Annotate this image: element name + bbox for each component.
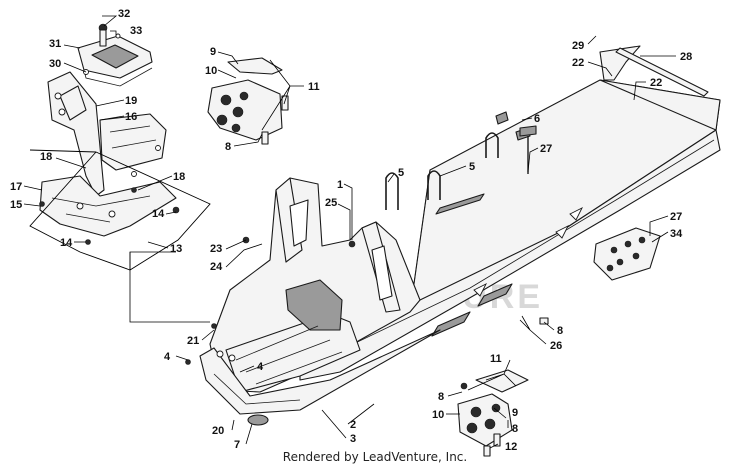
callout-label: 4	[164, 351, 171, 363]
callout-label: 32	[118, 8, 130, 20]
gusset-plate-part	[207, 57, 289, 145]
callout-label: 8	[512, 423, 518, 435]
callout-label: 11	[490, 353, 502, 365]
steering-support-part	[47, 71, 167, 197]
callout-label: 10	[205, 65, 217, 77]
callout-label: 28	[680, 51, 692, 63]
callout-label: 16	[125, 111, 137, 123]
u-bolts-part	[385, 125, 537, 210]
callout-label: 15	[10, 199, 22, 211]
callout-label: 13	[170, 243, 182, 255]
callout-label: 14	[60, 237, 73, 249]
skid-plate-part	[593, 227, 661, 281]
plug-part	[247, 414, 269, 426]
callout-label: 22	[650, 77, 662, 89]
callout-label: 18	[173, 171, 185, 183]
callout-label: 21	[187, 335, 199, 347]
callout-label: 11	[308, 81, 320, 93]
bulkhead-frame-part	[185, 177, 441, 426]
callout-label: 10	[432, 409, 444, 421]
callout-label: 29	[572, 40, 584, 52]
callout-label: 2	[350, 419, 356, 431]
callout-label: 30	[49, 58, 61, 70]
callout-labels: 32 33 31 30 9 10 11 8 19 16 18 18 17 15 …	[10, 8, 692, 453]
lower-bracket-part	[39, 175, 180, 245]
callout-label: 9	[512, 407, 518, 419]
callout-label: 5	[469, 161, 475, 173]
footer-credit: Rendered by LeadVenture, Inc.	[282, 450, 468, 464]
callout-label: 26	[550, 340, 562, 352]
callout-label: 8	[438, 391, 444, 403]
latch-bracket-part	[77, 23, 153, 87]
leader-lines	[23, 15, 676, 449]
callout-label: 27	[670, 211, 682, 223]
callout-label: 6	[534, 113, 540, 125]
callout-label: 1	[337, 179, 343, 191]
callout-label: 18	[40, 151, 52, 163]
callout-label: 19	[125, 95, 137, 107]
callout-label: 9	[210, 46, 216, 58]
callout-label: 14	[152, 208, 165, 220]
callout-label: 27	[540, 143, 552, 155]
lower-gusset-part	[457, 317, 549, 457]
callout-label: 20	[212, 425, 224, 437]
callout-label: 17	[10, 181, 22, 193]
callout-label: 7	[234, 439, 240, 451]
callout-label: 8	[225, 141, 231, 153]
callout-label: 3	[350, 433, 356, 445]
callout-label: 31	[49, 38, 61, 50]
callout-label: 8	[557, 325, 563, 337]
callout-label: 25	[325, 197, 337, 209]
callout-label: 4	[257, 361, 264, 373]
callout-label: 12	[505, 441, 517, 453]
callout-label: 23	[210, 243, 222, 255]
callout-label: 34	[670, 228, 683, 240]
callout-label: 22	[572, 57, 584, 69]
rear-bar-part	[615, 47, 709, 97]
callout-label: 5	[398, 167, 404, 179]
callout-label: 24	[210, 261, 223, 273]
callout-label: 33	[130, 25, 142, 37]
